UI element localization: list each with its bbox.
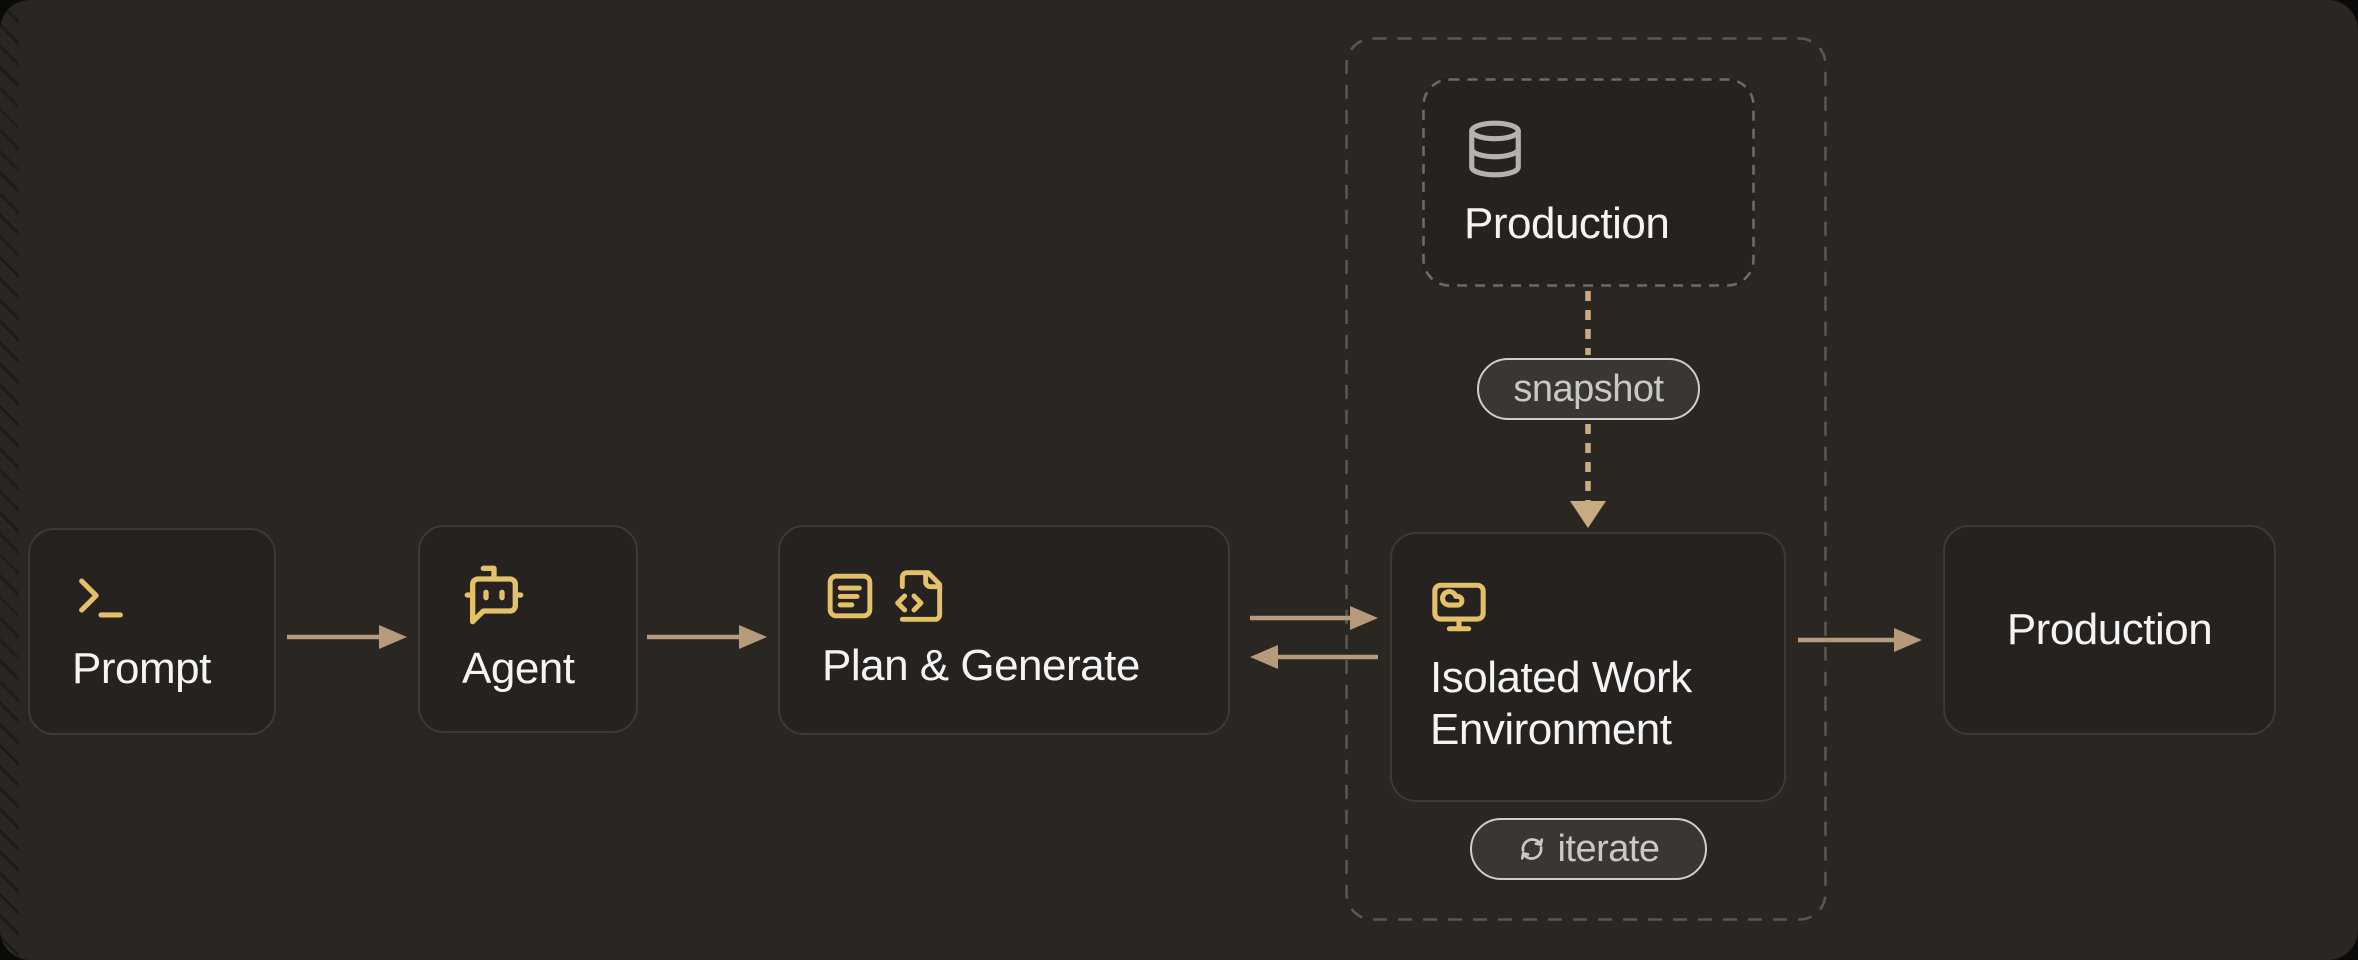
node-label: Prompt [72, 643, 211, 693]
snapshot-arrowhead-down [1570, 501, 1606, 528]
snapshot-connector-upper [1585, 291, 1591, 355]
arrow-env-plan-back [1250, 645, 1378, 669]
node-label: Plan & Generate [822, 641, 1140, 691]
node-production-db: Production [1422, 78, 1755, 287]
database-icon [1464, 116, 1526, 182]
notebook-text-icon [822, 568, 878, 624]
snapshot-connector-lower [1585, 424, 1591, 502]
node-label: Agent [462, 644, 575, 694]
snapshot-badge-label: snapshot [1513, 367, 1664, 410]
iterate-badge: iterate [1470, 818, 1707, 880]
plan-generate-icons [822, 568, 949, 624]
refresh-icon [1517, 834, 1547, 864]
sandbox-group-border [1345, 37, 1827, 921]
snapshot-badge: snapshot [1477, 358, 1700, 420]
monitor-cloud-icon [1430, 578, 1488, 636]
arrow-agent-plan [647, 625, 767, 649]
file-code-icon [893, 568, 949, 624]
terminal-icon [72, 569, 130, 627]
node-label: Production [2006, 605, 2213, 655]
node-agent: Agent [418, 525, 638, 733]
node-prompt: Prompt [28, 528, 276, 735]
arrow-plan-env-forward [1250, 606, 1378, 630]
iterate-badge-label: iterate [1557, 827, 1660, 870]
node-plan-generate: Plan & Generate [778, 525, 1230, 735]
node-label: Isolated Work Environment [1430, 653, 1692, 754]
node-production-db-border [1422, 78, 1755, 287]
arrow-prompt-agent [287, 625, 407, 649]
arrow-env-production [1798, 628, 1922, 652]
node-isolated-env: Isolated Work Environment [1390, 532, 1786, 802]
node-production-out: Production [1943, 525, 2276, 735]
left-edge-texture [0, 0, 19, 960]
node-label: Production [1464, 198, 1670, 248]
bot-icon [462, 563, 526, 627]
